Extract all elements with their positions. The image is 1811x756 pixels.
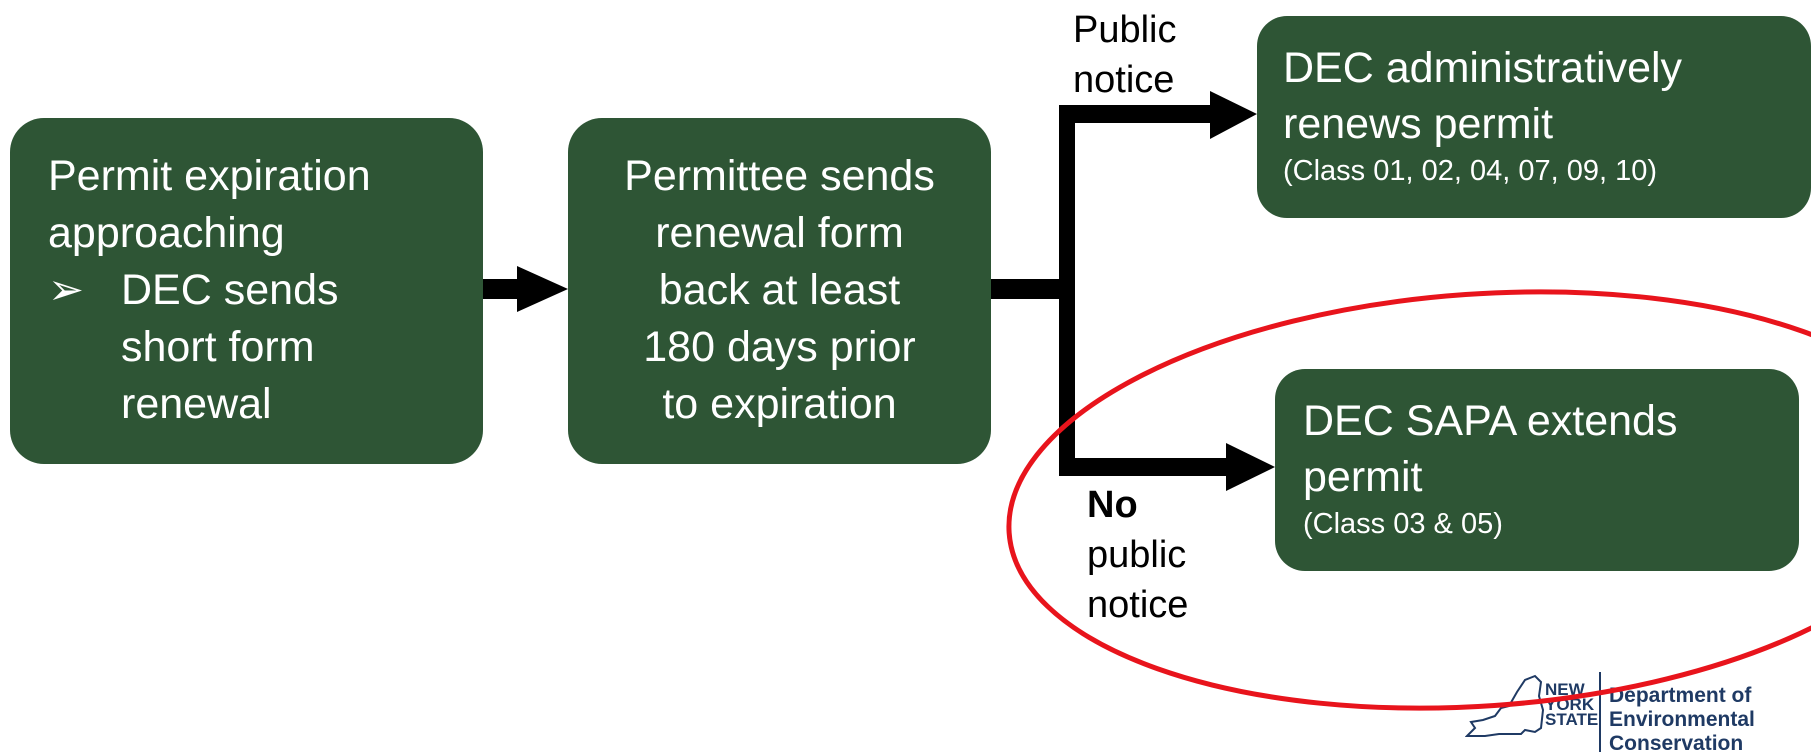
box4-classes: (Class 03 & 05) xyxy=(1303,508,1503,540)
box3-line1: DEC administratively xyxy=(1283,44,1683,92)
box1-line2: approaching xyxy=(48,209,285,257)
box2-line3: back at least xyxy=(658,266,901,314)
no-public-notice-line1: No xyxy=(1087,484,1138,526)
outcome-administrative-renewal-box: DEC administratively renews permit (Clas… xyxy=(1257,16,1811,218)
public-notice-label: Public notice xyxy=(1073,5,1177,105)
connector-line-2 xyxy=(991,279,1059,299)
no-public-notice-label: No public notice xyxy=(1087,480,1188,630)
box1-bullet-line2: short form xyxy=(121,323,315,371)
arrowhead-bottom xyxy=(1226,443,1275,491)
box1-bullet-item: ➢ DEC sends xyxy=(48,262,483,319)
box3-line2: renews permit xyxy=(1283,100,1554,148)
box4-line1: DEC SAPA extends xyxy=(1303,397,1678,445)
box1-bullet-line3: renewal xyxy=(121,380,272,428)
outcome-sapa-extension-box: DEC SAPA extends permit (Class 03 & 05) xyxy=(1275,369,1799,571)
split-bar xyxy=(1059,105,1075,476)
arrowhead-1 xyxy=(517,266,568,312)
box4-line2: permit xyxy=(1303,453,1423,501)
connector-line-bottom xyxy=(1059,458,1229,476)
no-public-notice-line3: notice xyxy=(1087,584,1189,626)
public-notice-line2: notice xyxy=(1073,59,1175,101)
box2-line1: Permittee sends xyxy=(624,152,935,200)
logo-dept-line1: Department of xyxy=(1609,684,1752,707)
public-notice-line1: Public xyxy=(1073,9,1177,51)
logo-ny-text: NEW YORK STATE xyxy=(1545,681,1599,729)
new-york-state-map-icon xyxy=(1465,674,1545,737)
nys-dec-logo: NEW YORK STATE Department of Environment… xyxy=(1465,666,1811,756)
logo-ny-line3: STATE xyxy=(1545,710,1599,729)
arrowhead-top xyxy=(1210,91,1257,139)
box2-line4: 180 days prior xyxy=(643,323,916,371)
box2-line5: to expiration xyxy=(662,380,897,428)
box3-classes: (Class 01, 02, 04, 07, 09, 10) xyxy=(1283,155,1657,187)
arrow-bullet-icon: ➢ xyxy=(48,266,85,314)
connector-line-1 xyxy=(483,279,523,299)
logo-dept-line2: Environmental xyxy=(1609,708,1755,731)
no-public-notice-line2: public xyxy=(1087,534,1187,576)
box1-line1: Permit expiration xyxy=(48,152,371,200)
logo-dept-text: Department of Environmental Conservation xyxy=(1609,684,1755,756)
step-permit-expiration-box: Permit expiration approaching ➢ DEC sends… xyxy=(10,118,483,464)
logo-dept-line3: Conservation xyxy=(1609,732,1744,755)
box1-bullet-line1: DEC sends xyxy=(121,266,339,314)
box2-line2: renewal form xyxy=(655,209,904,257)
connector-line-top xyxy=(1059,105,1219,123)
logo-separator xyxy=(1599,672,1601,752)
step-permittee-sends-box: Permittee sends renewal form back at lea… xyxy=(568,118,991,464)
